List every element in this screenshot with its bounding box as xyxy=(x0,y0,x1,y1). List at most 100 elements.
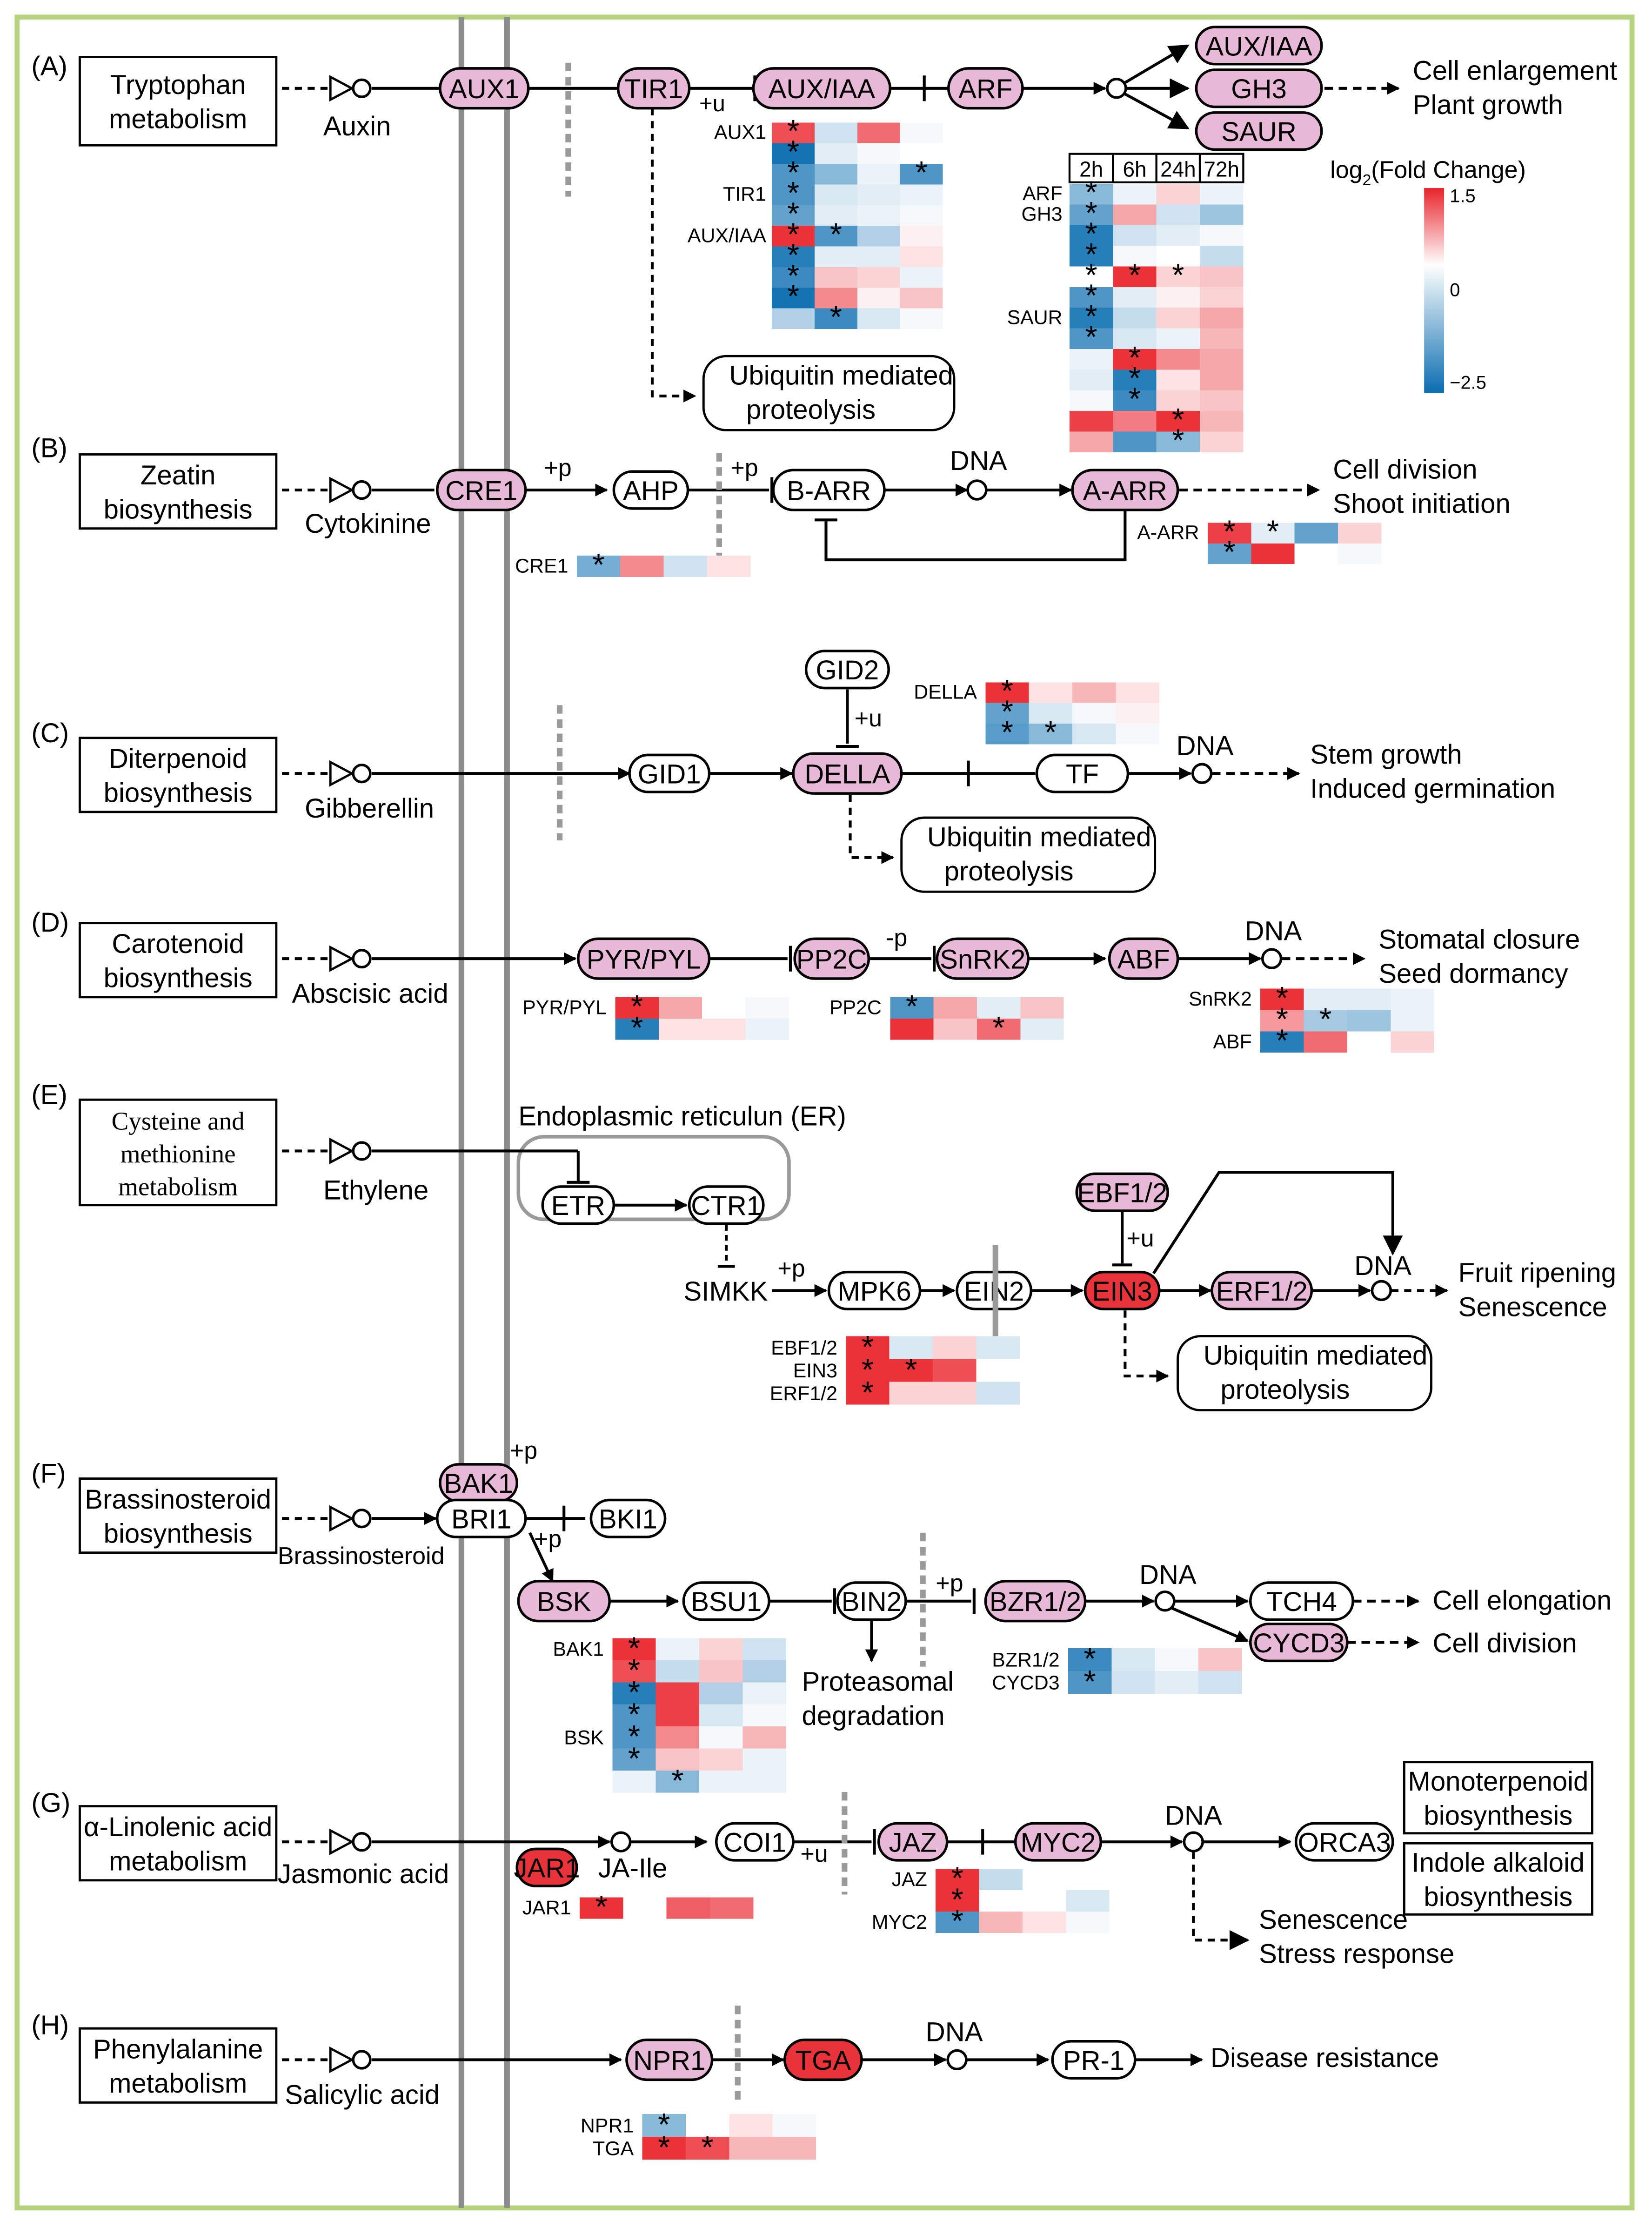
heatmap-cell-snrk2 xyxy=(1304,988,1347,1010)
heatmap-cell-auxresp xyxy=(1069,328,1113,349)
heatmap-cell-aux xyxy=(857,205,900,226)
ubiquitin-box xyxy=(702,355,956,431)
heatmap-cell-auxresp xyxy=(1156,431,1200,452)
significance-star: * xyxy=(1085,196,1097,231)
gid2-label: GID2 xyxy=(816,655,879,685)
heatmap-cell-bak1 xyxy=(699,1682,743,1705)
effect-label: Cell elongation xyxy=(1433,1585,1612,1616)
heatmap-cell-aux xyxy=(772,267,815,288)
auxin-circle xyxy=(352,78,372,98)
source-box xyxy=(78,453,278,530)
heatmap-cell-auxresp xyxy=(1113,390,1157,411)
heatmap-cell-aarr xyxy=(1338,523,1382,544)
heatmap-cell-eth xyxy=(933,1359,976,1382)
significance-star: * xyxy=(1085,258,1097,293)
dna-label: DNA xyxy=(1244,916,1302,946)
heatmap-row-label: GH3 xyxy=(1022,203,1063,225)
significance-star: * xyxy=(905,1352,917,1387)
modification-label: +p xyxy=(510,1437,537,1464)
heatmap-cell-aarr xyxy=(1294,523,1338,544)
significance-star: * xyxy=(787,279,799,314)
significance-star: * xyxy=(1129,340,1141,375)
heatmap-cell-bak1 xyxy=(742,1704,786,1727)
heatmap-cell-jar1 xyxy=(710,1897,754,1919)
abf-label: ABF xyxy=(1117,945,1170,975)
mpk6-label: MPK6 xyxy=(837,1276,911,1307)
effect-label: Stomatal closure xyxy=(1378,925,1580,955)
indole-alkaloid-box xyxy=(1403,1842,1593,1916)
heatmap-cell-npr1 xyxy=(685,2114,729,2137)
heatmap-cell-auxresp xyxy=(1200,328,1244,349)
heatmap-cell-eth xyxy=(889,1359,933,1382)
orca3-label: ORCA3 xyxy=(1298,1828,1391,1858)
heatmap-cell-auxresp xyxy=(1156,183,1200,205)
heatmap-cell-auxresp xyxy=(1113,349,1157,370)
bak1-label: BAK1 xyxy=(444,1469,513,1499)
source-box-text: Tryptophan xyxy=(110,70,246,100)
heatmap-cell-pyr xyxy=(702,997,746,1019)
heatmap-cell-npr1 xyxy=(729,2136,773,2160)
heatmap-cell-della xyxy=(1072,703,1116,724)
effect-label: Senescence xyxy=(1259,1905,1408,1935)
heatmap-cell-aux xyxy=(772,246,815,267)
modification-label: +p xyxy=(936,1570,963,1597)
hormone-label: Jasmonic acid xyxy=(278,1859,449,1889)
heatmap-cell-jar1 xyxy=(579,1897,623,1919)
significance-star: * xyxy=(787,258,799,293)
heatmap-cell-eth xyxy=(846,1336,890,1359)
plasma-membrane-line xyxy=(504,17,510,2208)
time-header-label: 2h xyxy=(1079,157,1103,181)
heatmap-cell-snrk2 xyxy=(1391,1010,1434,1032)
significance-star: * xyxy=(1276,1002,1288,1037)
effect-label: Plant growth xyxy=(1413,90,1563,120)
heatmap-cell-auxresp xyxy=(1200,266,1244,287)
effect-label: Senescence xyxy=(1458,1292,1607,1322)
heatmap-row-label: DELLA xyxy=(914,681,977,704)
heatmap-cell-aux xyxy=(900,226,943,247)
heatmap-cell-aux xyxy=(857,164,900,185)
source-box-text: Brassinosteroid xyxy=(85,1484,271,1515)
jasmonic-acid-circle xyxy=(352,1832,372,1852)
dna-circle xyxy=(946,2049,968,2071)
heatmap-cell-aux xyxy=(815,246,857,267)
heatmap-cell-pp2c xyxy=(1020,1018,1064,1040)
bsu1-label: BSU1 xyxy=(691,1587,762,1617)
gid1-label: GID1 xyxy=(638,759,701,790)
heatmap-cell-eth xyxy=(976,1336,1020,1359)
heatmap-cell-cre1 xyxy=(620,555,664,577)
out-aux-iaa-label: AUX/IAA xyxy=(1205,31,1312,61)
heatmap-cell-snrk2 xyxy=(1304,1010,1347,1032)
arf-label: ARF xyxy=(958,74,1012,104)
significance-star: * xyxy=(906,989,918,1024)
heatmap-cell-bak1 xyxy=(612,1638,656,1660)
heatmap-cell-aux xyxy=(772,184,815,205)
source-box-text: methionine xyxy=(120,1140,236,1168)
heatmap-row-label: ARF xyxy=(1023,182,1063,205)
monoterpenoid-box-text: biosynthesis xyxy=(1424,1800,1572,1831)
heatmap-cell-auxresp xyxy=(1156,246,1200,267)
heatmap-cell-auxresp xyxy=(1069,287,1113,308)
orca3-node xyxy=(1294,1822,1394,1862)
hormone-label: Brassinosteroid xyxy=(278,1543,445,1570)
jar1-label: JAR1 xyxy=(514,1853,580,1884)
significance-star: * xyxy=(1276,1023,1288,1058)
heatmap-cell-della xyxy=(985,703,1029,724)
heatmap-row-label: AUX/IAA xyxy=(688,224,766,247)
erf1-2-label: ERF1/2 xyxy=(1216,1276,1308,1307)
heatmap-cell-della xyxy=(1116,724,1159,745)
brassinosteroid-triangle xyxy=(329,1505,354,1532)
out-saur-label: SAUR xyxy=(1221,117,1297,147)
source-box-text: Carotenoid xyxy=(112,929,244,959)
heatmap-cell-della xyxy=(985,682,1029,703)
connector-path xyxy=(849,795,895,864)
heatmap-cell-auxresp xyxy=(1113,225,1157,246)
significance-star: * xyxy=(628,1631,640,1666)
time-header-label: 24h xyxy=(1160,157,1196,181)
significance-star: * xyxy=(862,1352,874,1387)
heatmap-row-label: NPR1 xyxy=(581,2115,634,2137)
heatmap-cell-aux xyxy=(857,246,900,267)
dna-circle xyxy=(1154,1590,1176,1612)
heatmap-cell-della xyxy=(1029,682,1073,703)
heatmap-row-label: CYCD3 xyxy=(992,1672,1059,1694)
